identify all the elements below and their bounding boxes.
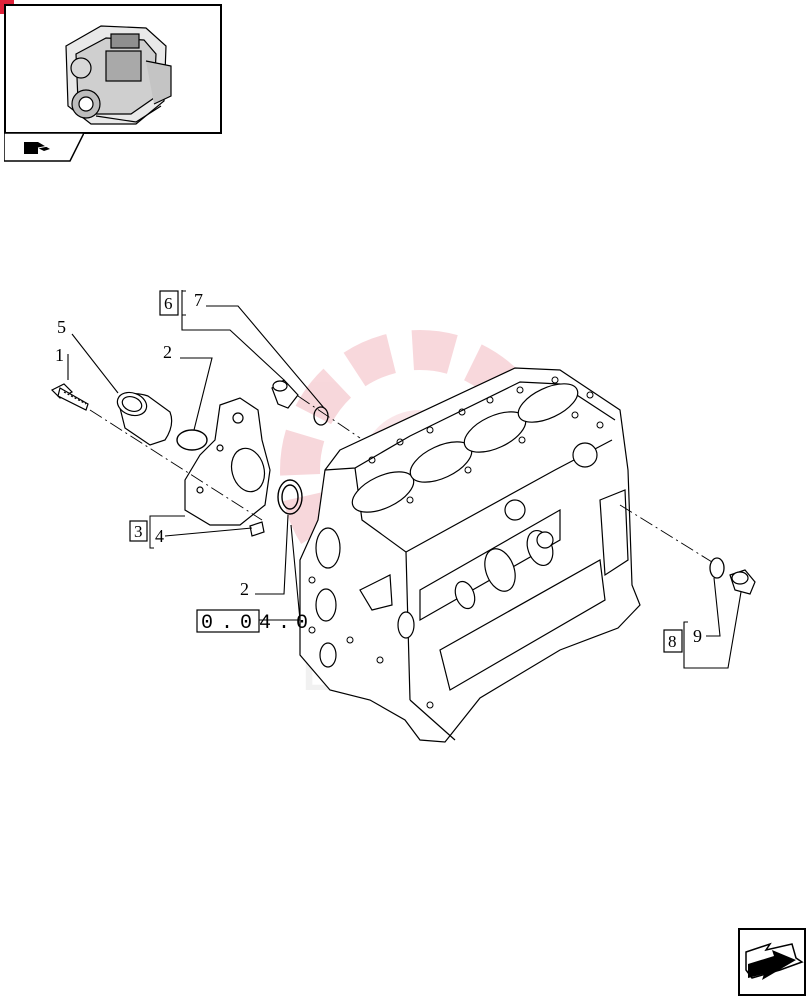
engine-thumbnail[interactable] <box>4 4 222 134</box>
callout-2-lower: 2 <box>240 579 249 599</box>
callout-8: 8 <box>668 632 677 651</box>
callout-9: 9 <box>693 626 702 646</box>
engine-thumbnail-icon <box>65 25 172 125</box>
callout-6: 6 <box>164 294 173 313</box>
ref-char-3: 0 <box>240 612 252 635</box>
reference-link-box[interactable]: 0 . 0 4 . 0 <box>196 609 308 635</box>
next-page-button[interactable] <box>738 928 806 996</box>
thumbnail-tab[interactable] <box>4 133 84 163</box>
callout-7: 7 <box>194 290 203 310</box>
next-page-arrow-icon <box>745 942 804 980</box>
hand-pointer-icon <box>24 142 50 154</box>
ref-char-5: . <box>278 612 290 635</box>
callout-box-6[interactable]: 6 <box>159 290 186 316</box>
callout-1: 1 <box>55 345 64 365</box>
ref-char-4: 4 <box>259 612 271 635</box>
ref-char-6: 0 <box>296 612 308 635</box>
callout-box-8[interactable]: 8 <box>663 621 688 669</box>
callout-5: 5 <box>57 317 66 337</box>
callout-4: 4 <box>155 526 164 546</box>
ref-char-1: 0 <box>201 612 213 635</box>
callout-2-upper: 2 <box>163 342 172 362</box>
callout-3: 3 <box>134 522 143 541</box>
callout-box-3[interactable]: 3 <box>129 515 154 549</box>
ref-char-2: . <box>221 612 233 635</box>
